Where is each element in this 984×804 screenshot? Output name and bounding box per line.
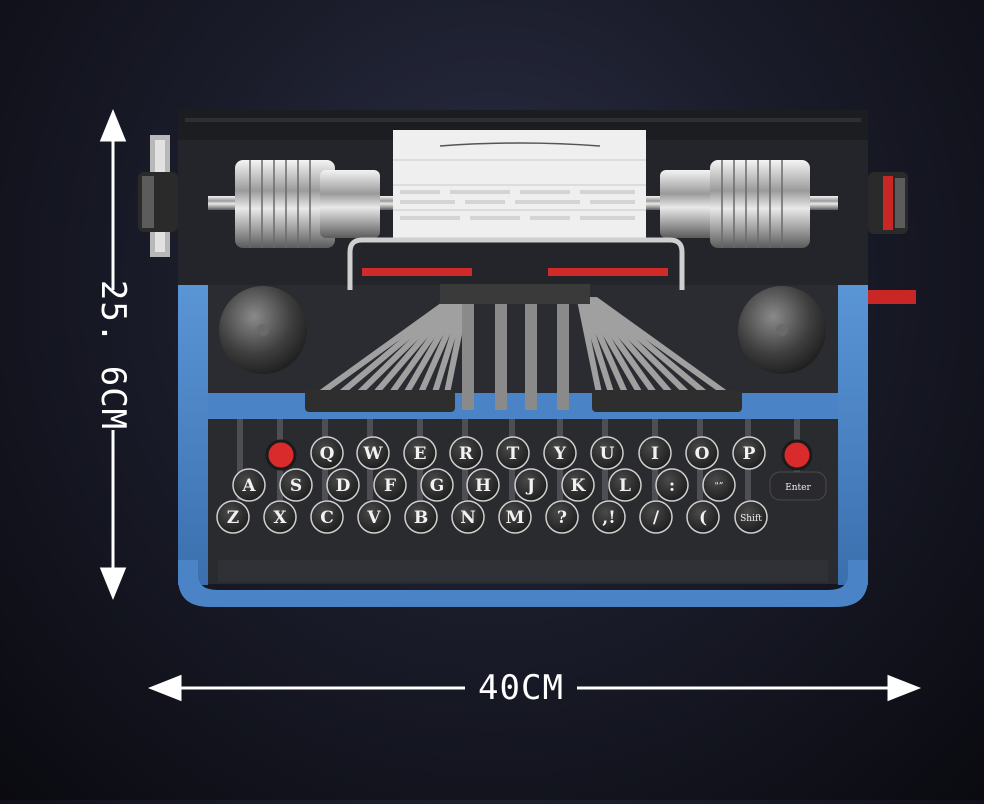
key-m: M: [498, 500, 532, 534]
typebars-left: [315, 297, 469, 407]
key-quote: "”: [702, 468, 736, 502]
svg-text:"”: "”: [715, 482, 724, 492]
key-f: F: [373, 468, 407, 502]
svg-text:,!: ,!: [602, 508, 615, 528]
red-rail-left: [362, 268, 472, 276]
svg-text:Z: Z: [227, 508, 239, 528]
svg-text:D: D: [336, 476, 351, 496]
svg-text:/: /: [653, 508, 660, 528]
svg-text:P: P: [743, 444, 756, 464]
svg-text:N: N: [460, 508, 476, 528]
svg-text:M: M: [506, 508, 525, 528]
svg-text:V: V: [366, 508, 381, 528]
key-i: I: [638, 436, 672, 470]
left-platen-knob: [138, 135, 178, 257]
key-v: V: [357, 500, 391, 534]
key-slash: /: [639, 500, 673, 534]
svg-text:G: G: [430, 476, 445, 496]
svg-text:U: U: [600, 444, 615, 464]
key-shift: Shift: [734, 500, 768, 534]
right-platen-knob: [868, 172, 916, 304]
key-h: H: [466, 468, 500, 502]
svg-text:A: A: [241, 476, 256, 496]
svg-text:J: J: [525, 476, 535, 496]
paper-sheet: [393, 130, 646, 242]
paper-bail: [347, 237, 685, 290]
svg-text:R: R: [459, 444, 474, 464]
width-dimension-label: 40CM: [478, 668, 564, 708]
svg-text:E: E: [414, 444, 427, 464]
svg-text:K: K: [571, 476, 587, 496]
key-u: U: [590, 436, 624, 470]
svg-text:Q: Q: [320, 444, 335, 464]
key-a: A: [232, 468, 266, 502]
svg-text:W: W: [362, 444, 383, 464]
key-s: S: [279, 468, 313, 502]
key-e: E: [403, 436, 437, 470]
platen-roller: [208, 160, 838, 248]
svg-text:L: L: [619, 476, 631, 496]
key-d: D: [326, 468, 360, 502]
center-levers: [440, 284, 590, 410]
height-dimension-label: 25. 6CM: [93, 279, 133, 431]
key-exclaim: ,!: [592, 500, 626, 534]
key-colon: :: [655, 468, 689, 502]
key-z: Z: [216, 500, 250, 534]
key-o: O: [685, 436, 719, 470]
key-q: Q: [310, 436, 344, 470]
svg-text:H: H: [475, 476, 491, 496]
key-w: W: [356, 436, 390, 470]
svg-text:F: F: [384, 476, 396, 496]
key-question: ?: [545, 500, 579, 534]
key-row-2: A S D F G H J K L : "” Enter: [232, 468, 827, 502]
key-n: N: [451, 500, 485, 534]
key-row-1: Q W E R T Y U I O P: [310, 436, 766, 470]
key-row-3: Z X C V B N M ? ,! / ( Shift: [216, 500, 768, 534]
key-t: T: [496, 436, 530, 470]
width-arrow: [147, 674, 922, 702]
svg-text:Enter: Enter: [785, 483, 811, 493]
key-p: P: [732, 436, 766, 470]
key-c: C: [310, 500, 344, 534]
svg-text:S: S: [290, 476, 302, 496]
svg-text:X: X: [273, 508, 287, 528]
spacebar: [218, 560, 828, 582]
svg-text:I: I: [651, 444, 659, 464]
key-paren: (: [686, 500, 720, 534]
svg-text:B: B: [414, 508, 428, 528]
svg-text:Shift: Shift: [740, 514, 762, 524]
key-y: Y: [543, 436, 577, 470]
key-j: J: [514, 468, 548, 502]
key-r: R: [449, 436, 483, 470]
right-red-key: [781, 439, 813, 471]
red-rail-right: [548, 268, 668, 276]
key-enter: Enter: [769, 471, 827, 501]
key-k: K: [561, 468, 595, 502]
typebars-right: [577, 297, 731, 407]
key-x: X: [263, 500, 297, 534]
svg-text:C: C: [320, 508, 334, 528]
key-b: B: [404, 500, 438, 534]
svg-text:?: ?: [557, 508, 567, 528]
svg-text:O: O: [695, 444, 710, 464]
svg-text:(: (: [699, 508, 707, 528]
svg-text::: :: [669, 476, 675, 496]
key-g: G: [420, 468, 454, 502]
key-l: L: [608, 468, 642, 502]
svg-text:T: T: [507, 444, 520, 464]
height-arrow: [99, 109, 127, 600]
svg-text:Y: Y: [553, 444, 567, 464]
left-red-key: [265, 439, 297, 471]
